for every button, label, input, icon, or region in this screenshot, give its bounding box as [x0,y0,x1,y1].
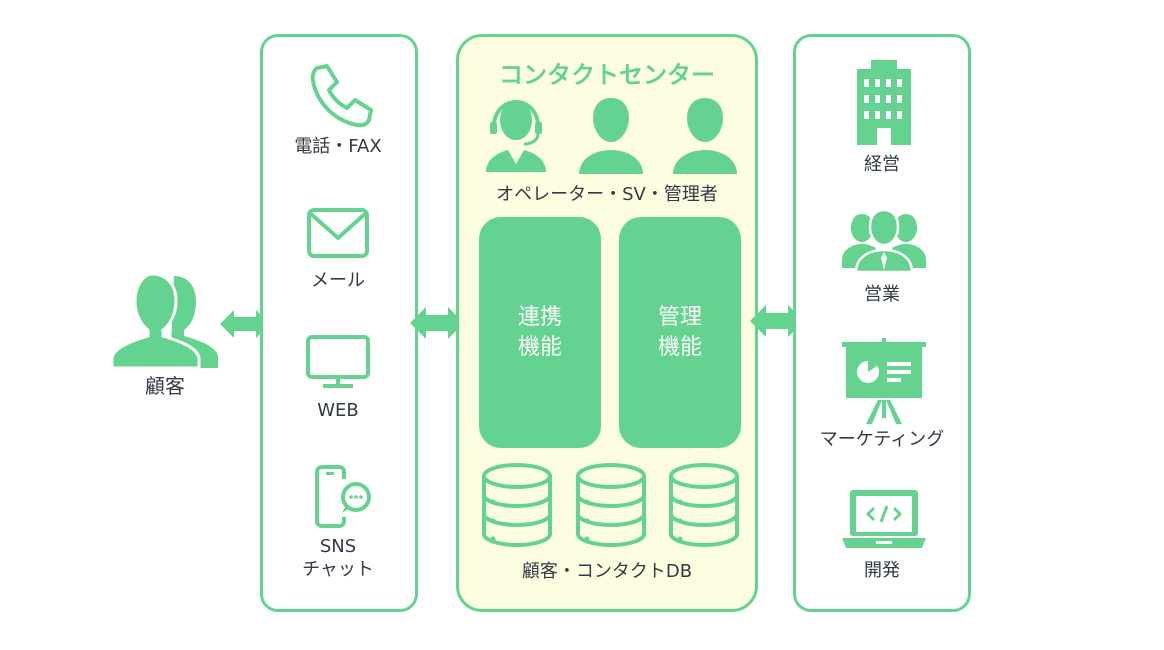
channel-label-chat: チャット [302,559,374,580]
presentation-board-icon [842,338,926,424]
monitor-icon [305,334,371,392]
department-label-development: 開発 [864,560,900,581]
operator-headset-icon [484,96,548,176]
smartphone-chat-icon [314,465,374,529]
bidirectional-arrow-icon [750,300,804,342]
department-label-marketing: マーケティング [819,429,945,450]
business-team-icon [842,208,926,274]
laptop-code-icon [842,490,926,550]
bidirectional-arrow-icon [220,304,270,344]
database-icon [667,462,741,548]
phone-icon [305,64,373,128]
channel-label-phone-fax: 電話・FAX [294,136,382,157]
customer-label: 顧客 [145,374,185,398]
department-label-management: 経営 [864,154,900,175]
integration-function-line1: 連携 [517,304,562,330]
channel-label-mail: メール [311,270,365,291]
management-function-line2: 機能 [657,334,702,360]
integration-function-box: 連携機能 [479,217,601,448]
management-function-line1: 管理 [657,304,702,330]
database-icon [480,462,554,548]
channel-label-sns: SNS [319,536,357,557]
contact-center-title: コンタクトセンター [499,61,715,89]
mail-icon [307,208,369,260]
staff-label: オペレーター・SV・管理者 [496,184,718,205]
bidirectional-arrow-icon [410,302,464,344]
manager-person-icon [672,96,738,176]
department-label-sales: 営業 [864,284,900,305]
supervisor-person-icon [578,96,644,176]
channel-label-web: WEB [317,400,359,421]
integration-function-line2: 機能 [517,334,562,360]
database-label: 顧客・コンタクトDB [521,561,693,582]
customer-icon [110,272,220,370]
building-icon [857,60,911,145]
database-icon [574,462,648,548]
management-function-box: 管理機能 [619,217,741,448]
